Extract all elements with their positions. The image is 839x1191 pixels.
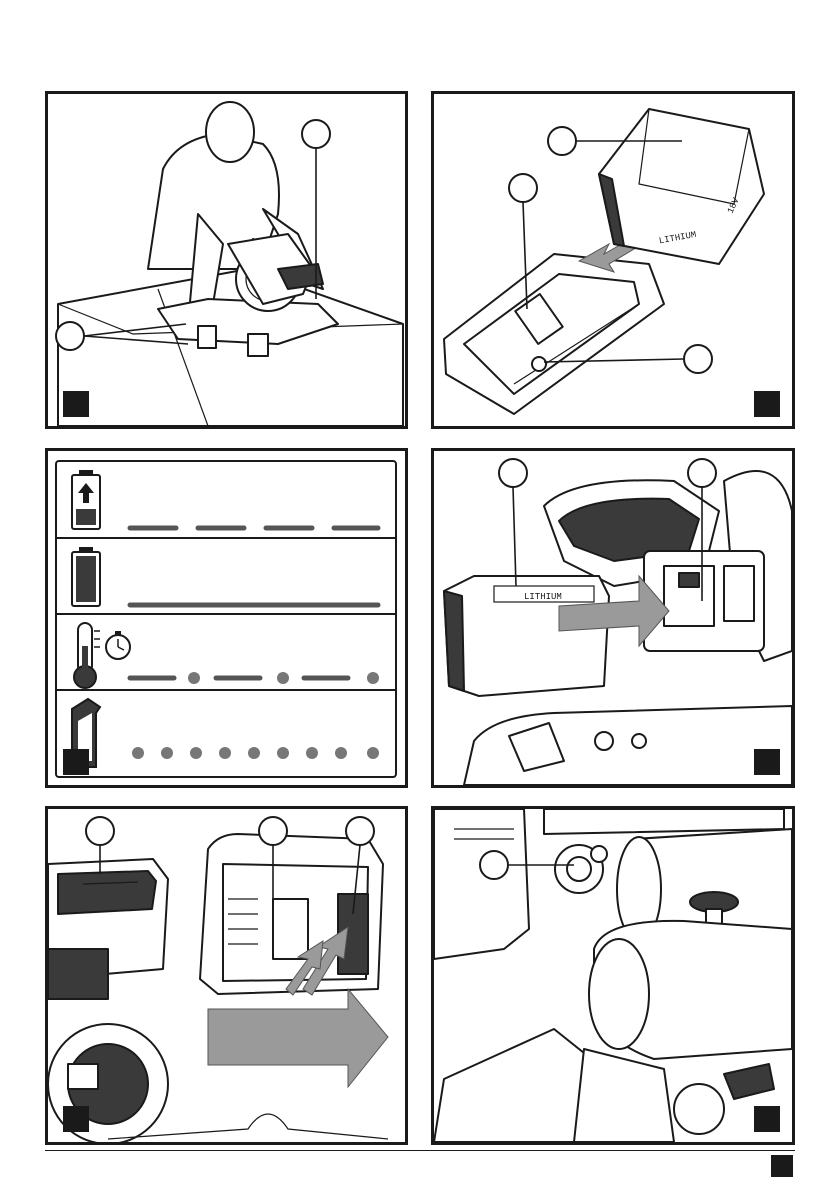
callout-circle <box>346 817 374 845</box>
callout-circle <box>548 127 576 155</box>
led-pattern-fault <box>132 747 379 759</box>
figure-number-box <box>754 749 780 775</box>
callout-circle <box>499 459 527 487</box>
callout-circle <box>86 817 114 845</box>
figure-panel-1 <box>45 91 408 429</box>
callout-circle <box>56 322 84 350</box>
illustration-charge-indicator-table <box>48 451 405 785</box>
figure-panel-4: LITHIUM <box>431 448 795 788</box>
illustration-saw-head-detail <box>434 809 792 1142</box>
figure-number-box <box>754 391 780 417</box>
figure-number-box <box>63 1106 89 1132</box>
battery-full-icon <box>72 547 100 606</box>
illustration-battery-charger: LITHIUM 18V <box>434 94 792 426</box>
figure-panel-6 <box>431 806 795 1145</box>
battery-charging-icon <box>72 470 100 529</box>
figure-number-box <box>63 391 89 417</box>
callout-circle <box>259 817 287 845</box>
led-pattern-hot-cold-delay <box>130 672 379 684</box>
page-number-box <box>771 1155 793 1177</box>
callout-circle <box>480 851 508 879</box>
illustration-insert-battery: LITHIUM <box>434 451 792 785</box>
figure-number-box <box>754 1106 780 1132</box>
battery-brand-text-side: LITHIUM <box>524 592 562 602</box>
illustration-person-lifting-saw <box>48 94 405 426</box>
callout-circle <box>509 174 537 202</box>
figure-number-box <box>63 749 89 775</box>
callout-circle <box>688 459 716 487</box>
timer-icon <box>106 631 130 659</box>
figure-panel-2: LITHIUM 18V <box>431 91 795 429</box>
callout-circle <box>302 120 330 148</box>
thermometer-icon <box>74 623 100 688</box>
figure-panel-3 <box>45 448 408 788</box>
footer-rule <box>45 1150 795 1151</box>
illustration-remove-battery <box>48 809 405 1142</box>
callout-circle <box>684 345 712 373</box>
figure-panel-5 <box>45 806 408 1145</box>
